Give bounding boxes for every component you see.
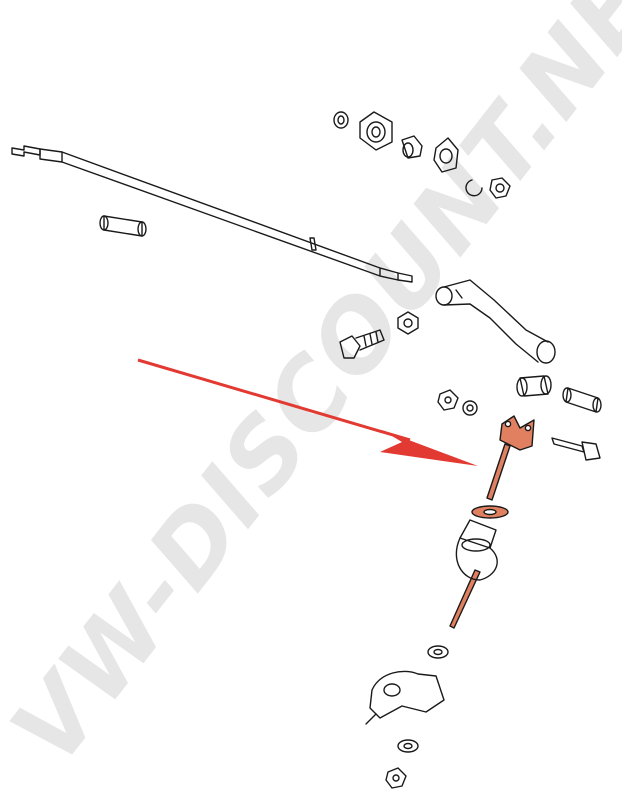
sleeve-bushing: [562, 387, 602, 413]
left-nut: [437, 389, 459, 411]
pivot-bracket: [433, 137, 459, 173]
middle-nut: [397, 311, 419, 335]
snap-ring: [465, 179, 483, 197]
rod-bushing: [99, 215, 147, 237]
rubber-bushing: [516, 375, 552, 397]
bottom-nut: [385, 767, 407, 789]
hex-bolt: [339, 329, 385, 359]
shift-coupling: [435, 279, 556, 364]
rubber-boot: [455, 519, 498, 581]
callout-arrow: [137, 358, 478, 466]
spring-washer: [462, 400, 478, 416]
top-nut: [489, 177, 511, 199]
grommet: [427, 645, 449, 659]
selector-lever: [365, 670, 445, 725]
top-washer: [333, 111, 349, 129]
long-bolt: [551, 437, 601, 461]
plug: [401, 135, 423, 159]
shift-rod: [11, 145, 413, 283]
mounting-flange: [359, 111, 393, 151]
bottom-washer: [397, 739, 419, 753]
gearshift-rod: [449, 415, 535, 629]
